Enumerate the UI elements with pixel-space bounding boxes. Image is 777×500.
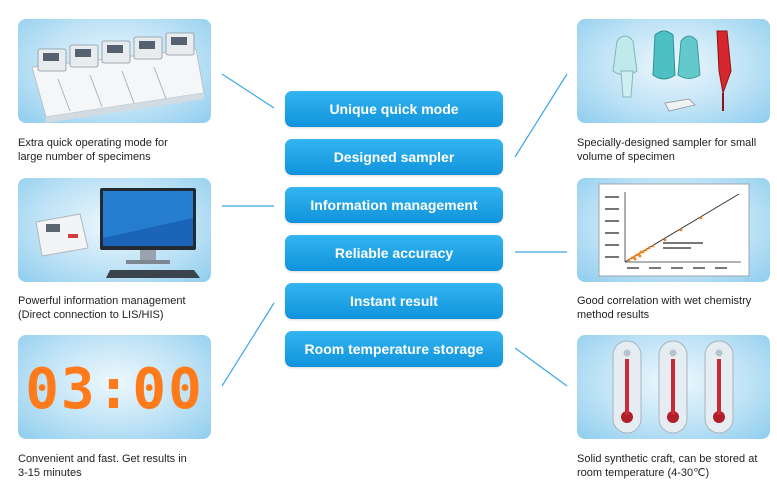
timer-digits: 03:00 bbox=[25, 357, 204, 422]
feature-information-management: Information management bbox=[285, 187, 503, 223]
caption-info-management: Powerful information management (Direct … bbox=[18, 295, 186, 321]
feature-reliable-accuracy: Reliable accuracy bbox=[285, 235, 503, 271]
thermometers-image bbox=[577, 335, 770, 439]
computer-analyzer-image bbox=[18, 178, 211, 282]
caption-storage: Solid synthetic craft, can be stored at … bbox=[577, 453, 758, 479]
feature-room-temperature-storage: Room temperature storage bbox=[285, 331, 503, 367]
caption-instant: Convenient and fast. Get results in 3-15… bbox=[18, 453, 187, 479]
caption-sampler: Specially-designed sampler for small vol… bbox=[577, 137, 757, 163]
timer-display-image: 03:00 bbox=[18, 335, 211, 439]
caption-accuracy: Good correlation with wet chemistry meth… bbox=[577, 295, 752, 321]
feature-quick-mode: Unique quick mode bbox=[285, 91, 503, 127]
sampler-image bbox=[577, 19, 770, 123]
caption-quick-mode: Extra quick operating mode for large num… bbox=[18, 137, 168, 163]
feature-instant-result: Instant result bbox=[285, 283, 503, 319]
feature-designed-sampler: Designed sampler bbox=[285, 139, 503, 175]
analyzer-rack-image bbox=[18, 19, 211, 123]
correlation-plot-image bbox=[577, 178, 770, 282]
